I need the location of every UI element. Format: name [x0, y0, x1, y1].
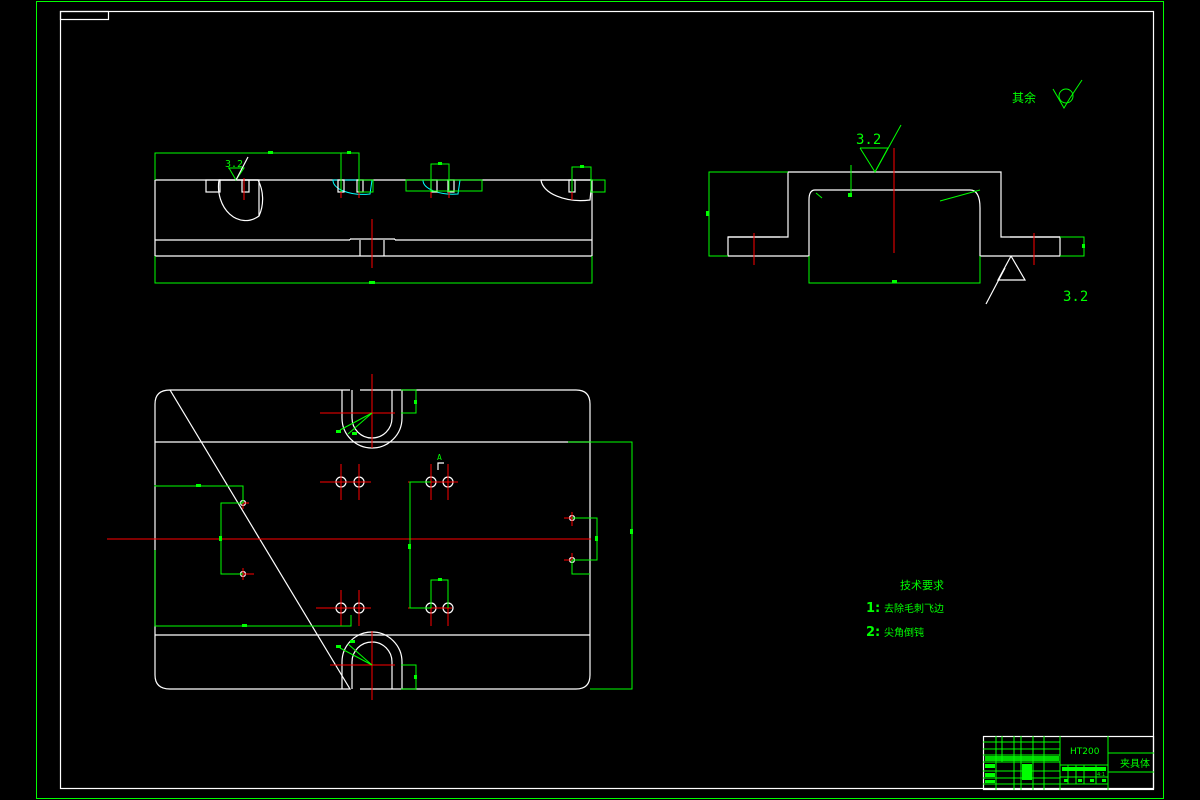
- surface-finish-note: 其余: [1012, 79, 1083, 109]
- tech-req-item-1-text: 去除毛刺飞边: [884, 602, 944, 615]
- title-block: HT200 夹具体 4:1: [982, 735, 1155, 791]
- tech-req-item-2-text: 尖角倒钝: [884, 626, 924, 639]
- technical-requirements: 技术要求 1: 去除毛刺飞边 2: 尖角倒钝: [866, 579, 944, 640]
- tech-req-item-1-num: 1:: [866, 601, 880, 616]
- title-block-material: HT200: [1070, 747, 1100, 757]
- tech-req-item-2-num: 2:: [866, 625, 880, 640]
- plan-view: A: [107, 374, 633, 700]
- hatched-pocket-right: [540, 179, 593, 202]
- corner-label-box: [59, 10, 110, 21]
- hatched-section: [727, 171, 1061, 257]
- hole-group: [239, 476, 576, 614]
- tech-req-title: 技术要求: [900, 579, 944, 592]
- title-block-scale: 4:1: [1097, 772, 1105, 778]
- hatched-pocket-left: [217, 179, 264, 222]
- outer-frame: [36, 1, 1164, 799]
- hatched-pocket-mid1: [332, 179, 373, 195]
- section-view: 3.2 3.2: [706, 124, 1088, 305]
- front-view: 3.2: [154, 151, 606, 284]
- front-roughness-label: 3.2: [225, 159, 243, 170]
- section-roughness-top: 3.2: [856, 132, 881, 148]
- inner-frame: [59, 10, 1155, 790]
- section-marker: A: [437, 453, 442, 462]
- section-roughness-bottom: 3.2: [1063, 289, 1088, 305]
- title-block-part-name: 夹具体: [1120, 757, 1150, 770]
- surface-finish-label: 其余: [1012, 90, 1036, 105]
